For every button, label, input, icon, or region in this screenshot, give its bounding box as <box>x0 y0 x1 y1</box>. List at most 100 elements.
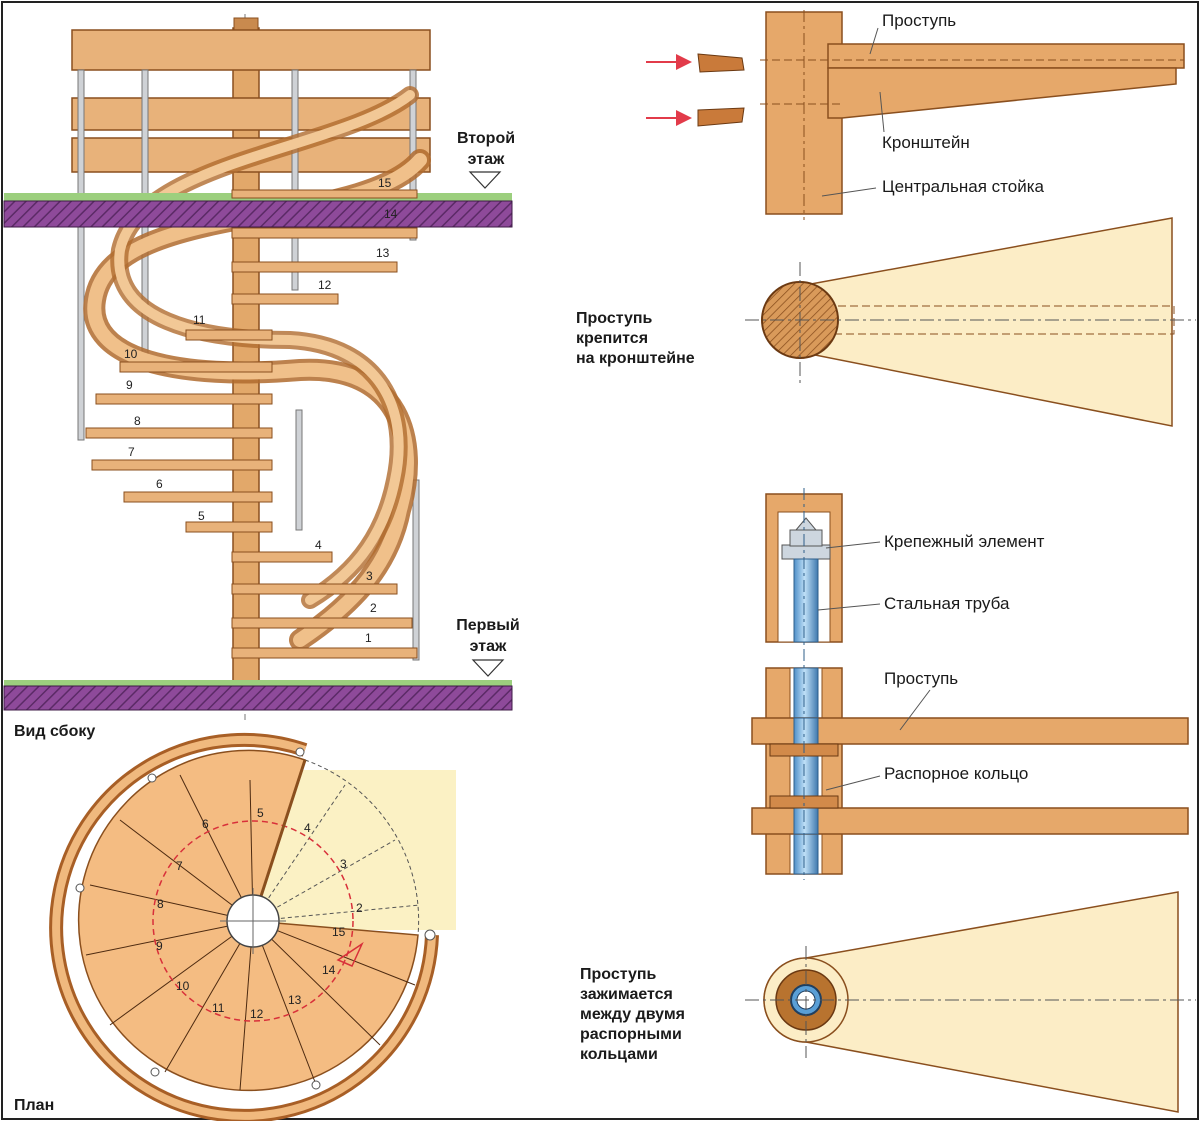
pipe-tread-upper <box>751 717 1189 745</box>
side-baluster <box>291 69 299 291</box>
side-step-number-6: 6 <box>156 477 163 491</box>
label-center-post: Центральная стойка <box>882 177 1045 196</box>
side-view: 1 2 3 4 5 6 7 8 9 10 11 12 13 14 15 Втор… <box>3 14 520 740</box>
plan-open-arc <box>304 759 420 936</box>
plan-step-number-13: 13 <box>288 993 302 1007</box>
side-step-4 <box>231 551 333 563</box>
side-baluster <box>77 69 85 441</box>
first-floor-top <box>4 680 512 686</box>
plan-view-caption: План <box>14 1097 54 1114</box>
plan-step-number-7: 7 <box>176 859 183 873</box>
side-step-2 <box>231 617 413 629</box>
side-step-number-2: 2 <box>370 601 377 615</box>
side-step-number-15: 15 <box>378 176 392 190</box>
pipe-tread-lower <box>751 807 1189 835</box>
leader-pipe <box>817 603 881 611</box>
plan-walk-line <box>152 820 354 1022</box>
bracket-plan-tread <box>799 217 1173 427</box>
plan-tread-edge <box>164 920 254 1073</box>
side-step-11 <box>185 329 273 341</box>
wedge-upper <box>697 53 745 73</box>
bracket-plan-caption-3: на кронштейне <box>576 350 695 367</box>
second-floor-label-line1: Второй <box>457 130 515 147</box>
plan-step-number-2: 2 <box>356 901 363 915</box>
leader-tread-2 <box>899 689 931 731</box>
side-step-number-11: 11 <box>193 313 206 327</box>
wedge-lower <box>697 107 745 127</box>
plan-view: 2 3 4 5 6 7 8 9 10 11 12 13 14 15 План <box>14 732 456 1121</box>
side-step-number-14: 14 <box>384 207 398 221</box>
pipe-through-lower-tread <box>793 807 819 835</box>
first-floor-label-line2: этаж <box>470 638 507 655</box>
plan-step-number-14: 14 <box>322 963 336 977</box>
fastener-tip <box>794 517 818 531</box>
side-step-number-9: 9 <box>126 378 133 392</box>
side-view-caption: Вид сбоку <box>14 723 95 740</box>
plan-step-number-3: 3 <box>340 857 347 871</box>
bracket-plan-detail: Проступь крепится на кронштейне <box>576 217 1196 427</box>
second-floor-slab <box>3 200 513 228</box>
side-top-band-1 <box>71 29 431 71</box>
plan-rail-post <box>147 773 157 783</box>
plan-tread-edge <box>252 920 416 986</box>
plan-step-number-6: 6 <box>202 817 209 831</box>
plan-start-edge <box>251 759 307 922</box>
first-floor-slab <box>3 685 513 711</box>
fastener-nut <box>781 544 831 560</box>
plan-outer-rail-face <box>52 735 436 1120</box>
leader-fastener <box>825 541 881 549</box>
plan-tread-edge <box>89 884 254 922</box>
side-step-8 <box>85 427 273 439</box>
side-step-number-1: 1 <box>365 631 372 645</box>
pipe-plan-detail: Проступь зажимается между двумя распорны… <box>580 891 1196 1113</box>
leader-ring <box>825 775 881 791</box>
label-bracket: Кронштейн <box>882 133 970 152</box>
plan-step-number-4: 4 <box>304 821 311 835</box>
fastener-bolt-head <box>789 529 823 547</box>
side-step-5 <box>185 521 273 533</box>
plan-rail-post <box>424 929 436 941</box>
side-step-13 <box>231 261 398 273</box>
leader-post <box>821 187 877 197</box>
side-post-cap <box>233 17 259 31</box>
plan-tread-edge <box>252 920 316 1083</box>
pipe-plan-caption-2: зажимается <box>580 986 673 1003</box>
side-step-number-8: 8 <box>134 414 141 428</box>
side-step-number-3: 3 <box>366 569 373 583</box>
second-floor-label-line2: этаж <box>468 151 505 168</box>
plan-rail-post <box>295 747 305 757</box>
plan-open-edge <box>252 784 346 922</box>
side-step-number-7: 7 <box>128 445 135 459</box>
bracket-detail: Проступь Кронштейн Центральная стойка <box>646 10 1185 220</box>
bracket-plan-caption-2: крепится <box>576 330 648 347</box>
plan-rail-post <box>150 1067 160 1077</box>
pipe-plan-caption-3: между двумя <box>580 1006 685 1023</box>
plan-tread-edge <box>239 920 254 1091</box>
first-floor-level-marker <box>471 659 505 677</box>
plan-tread-edge <box>109 920 254 1026</box>
label-spacer-ring: Распорное кольцо <box>884 764 1028 783</box>
plan-step-number-12: 12 <box>250 1007 264 1021</box>
plan-step-number-11: 11 <box>212 1001 225 1015</box>
plan-tread-edge <box>85 920 254 956</box>
plan-tread-edge <box>252 920 381 1046</box>
leader-bracket <box>879 91 885 133</box>
label-fastener: Крепежный элемент <box>884 532 1045 551</box>
pipe-detail: Крепежный элемент Стальная труба Проступ… <box>751 488 1189 880</box>
side-step-3 <box>231 583 398 595</box>
side-step-14 <box>231 227 418 239</box>
pipe-plan-caption-1: Проступь <box>580 966 657 983</box>
plan-open-edge <box>252 839 396 922</box>
side-step-7 <box>91 459 273 471</box>
side-step-number-10: 10 <box>124 347 138 361</box>
side-step-9 <box>95 393 273 405</box>
second-floor-level-marker <box>468 171 502 189</box>
bracket-plan-caption-1: Проступь <box>576 310 653 327</box>
plan-step-number-15: 15 <box>332 925 346 939</box>
side-step-number-5: 5 <box>198 509 205 523</box>
side-step-12 <box>231 293 339 305</box>
side-step-number-12: 12 <box>318 278 332 292</box>
plan-rail-post <box>311 1080 321 1090</box>
first-floor-label-line1: Первый <box>456 617 520 634</box>
